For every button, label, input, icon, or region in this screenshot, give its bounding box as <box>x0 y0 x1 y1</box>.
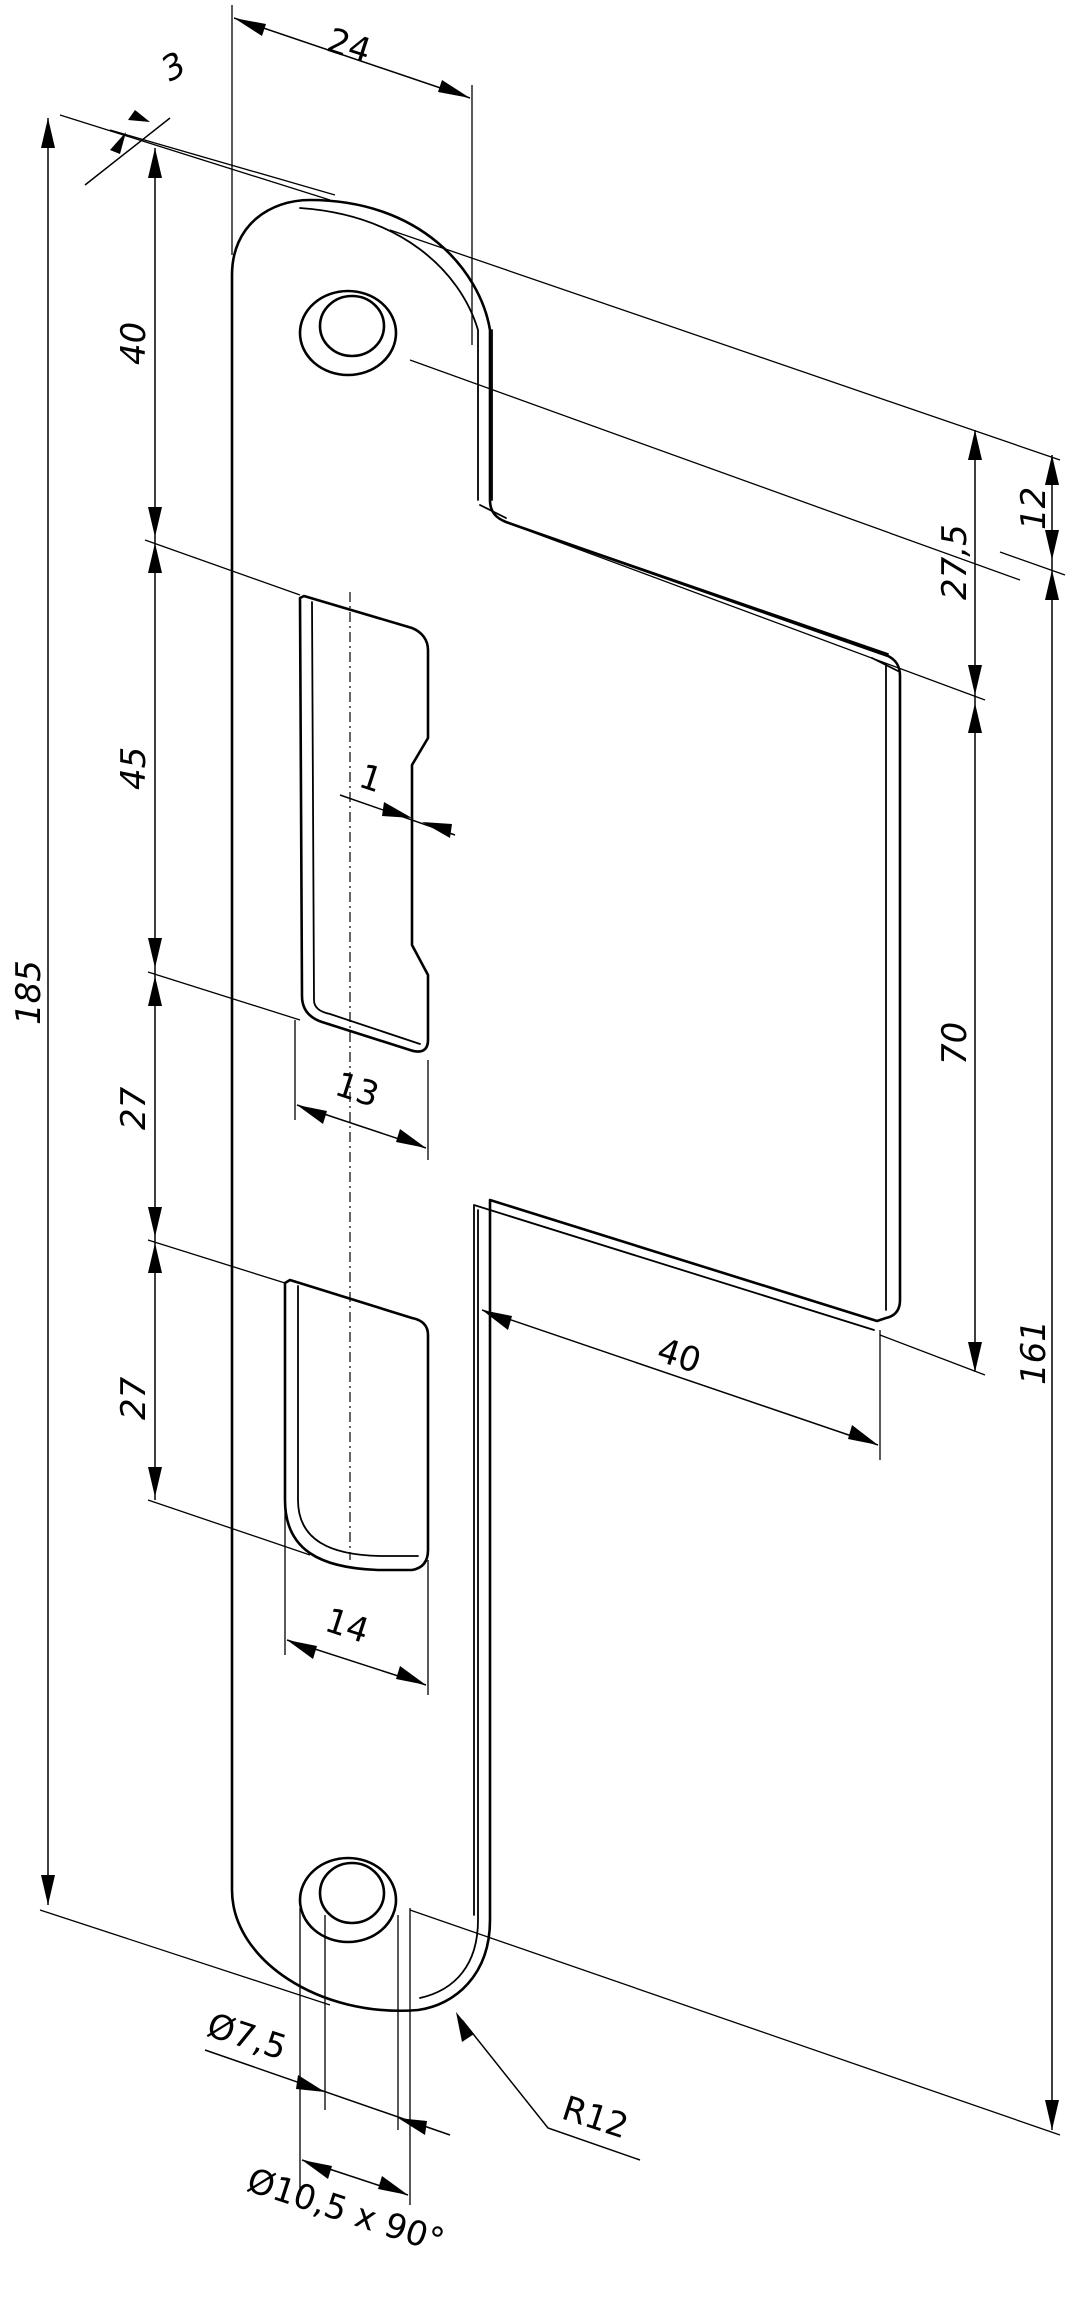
ext-slot2-top <box>147 1239 286 1284</box>
arrow-1-b <box>422 822 452 838</box>
dim-3-arrow-a <box>110 132 126 154</box>
ext-slot2-bottom <box>147 1499 311 1556</box>
arrow-161-top <box>1045 570 1059 600</box>
top-round-inner <box>299 207 479 501</box>
tab-bottom-inner <box>419 1209 479 1999</box>
ext-right-bottom <box>409 1909 1061 2136</box>
arrow-27b-bottom <box>148 1467 162 1497</box>
dim-185-arrow-top <box>41 118 55 148</box>
arrow-27-5-bottom <box>968 665 982 695</box>
label-radius: R12 <box>557 2089 633 2148</box>
r12-leader <box>461 2019 641 2161</box>
label-countersink: Ø10,5 x 90° <box>242 2161 449 2262</box>
bottom-hole-countersink <box>298 1856 398 1944</box>
label-thickness: 3 <box>155 44 194 89</box>
arrow-12-bottom <box>1045 530 1059 560</box>
label-tab-offset: 12 <box>1014 487 1054 530</box>
plate-outline <box>230 198 902 2013</box>
ext-thickness <box>109 129 336 196</box>
ext-right-top <box>389 229 1061 461</box>
label-top-to-slot: 40 <box>114 322 154 365</box>
r12-arrow <box>456 2012 474 2042</box>
arrow-40-left <box>482 1310 512 1330</box>
label-hole-diameter: Ø7,5 <box>202 2006 291 2069</box>
ext-right-tab-bottom <box>879 1334 986 1376</box>
ext-top-left <box>59 114 331 201</box>
lower-slot <box>283 1278 430 1572</box>
ext-bottom-left <box>39 1909 331 2006</box>
dim-24-arrow-left <box>234 18 266 36</box>
dim-40-line <box>481 1309 879 1446</box>
arrow-161-bottom <box>1045 2100 1059 2130</box>
dim-24-line <box>233 17 471 99</box>
dim-3-line <box>84 117 171 186</box>
label-hole-to-tab: 27,5 <box>935 524 975 600</box>
tab-bottom-edge <box>473 1204 875 1916</box>
label-step: 1 <box>354 757 387 802</box>
label-lower-slot-height: 27 <box>114 1376 154 1420</box>
arrow-13-left <box>297 1105 327 1124</box>
arrow-13-right <box>396 1129 426 1148</box>
arrow-70-top <box>968 703 982 733</box>
arrow-1-a <box>382 802 412 818</box>
lower-slot-inner <box>297 1285 419 1557</box>
arrow-70-bottom <box>968 1342 982 1372</box>
arrow-14-left <box>287 1640 317 1659</box>
arrow-d75-b <box>398 2118 427 2135</box>
label-upper-slot-height: 45 <box>114 747 154 790</box>
arrow-40-top <box>148 148 162 178</box>
arrow-27-5-top <box>968 430 982 460</box>
arrow-d105-left <box>302 2160 332 2179</box>
dim-3-arrow-b <box>128 110 150 122</box>
arrow-27a-top <box>148 976 162 1006</box>
dim-185-arrow-bottom <box>41 1875 55 1905</box>
label-lower-slot-width: 14 <box>320 1601 374 1652</box>
label-upper-slot-width: 13 <box>330 1065 384 1116</box>
label-tab-height: 70 <box>935 1022 975 1065</box>
ext-slot1-bottom <box>147 971 301 1021</box>
arrow-d75-a <box>296 2075 325 2092</box>
label-plate-width: 24 <box>322 21 376 72</box>
arrow-40-right <box>848 1425 878 1445</box>
dimension-labels: 3 24 40 45 27 27 185 12 27,5 70 40 161 1… <box>9 21 1054 2262</box>
ext-right-hole <box>409 359 1021 581</box>
dim-24-arrow-right <box>438 80 470 98</box>
ext-12-mid <box>999 551 1066 576</box>
arrow-27b-top <box>148 1243 162 1273</box>
arrow-45-top <box>148 543 162 573</box>
upper-slot-inner <box>311 601 421 1045</box>
arrow-27a-bottom <box>148 1207 162 1237</box>
bottom-hole-bore <box>318 1861 386 1925</box>
arrow-12-top <box>1045 455 1059 485</box>
arrow-45-bottom <box>148 938 162 968</box>
top-hole-countersink <box>298 289 398 377</box>
dimension-lines <box>39 5 1066 2205</box>
label-lower-reference: 161 <box>1014 1320 1054 1385</box>
arrow-14-right <box>396 1666 426 1685</box>
ext-right-tab-top <box>504 521 986 701</box>
label-overall-length: 185 <box>9 960 49 1025</box>
ext-slot1-top <box>144 539 301 596</box>
label-slot-gap: 27 <box>114 1086 154 1130</box>
strike-plate-outline <box>230 198 902 2013</box>
arrow-40-bottom <box>148 507 162 537</box>
top-hole-bore <box>318 294 386 358</box>
plate-edge-inner <box>479 329 901 1311</box>
label-tab-depth: 40 <box>652 1331 706 1382</box>
arrow-d105-right <box>378 2176 408 2195</box>
upper-slot <box>298 594 430 1053</box>
